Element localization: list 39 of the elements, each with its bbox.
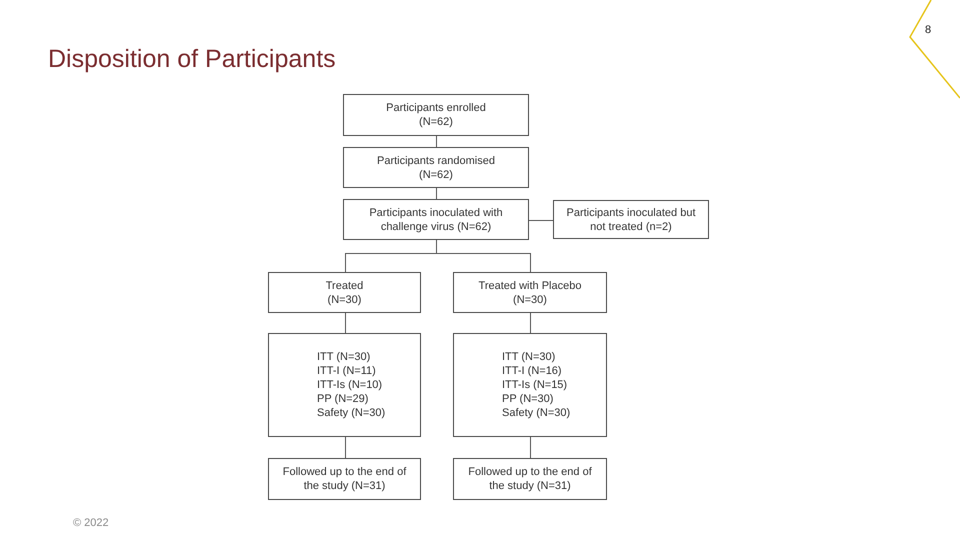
box-text: Safety (N=30) <box>317 406 386 420</box>
box-text: Followed up to the end of the study (N=31) <box>282 465 408 493</box>
box-text: Treated with Placebo (N=30) <box>478 278 582 306</box>
box-text: ITT-I (N=11) <box>317 364 376 378</box>
box-text: Participants randomised (N=62) <box>376 154 496 182</box>
box-text: ITT-I (N=16) <box>502 364 562 378</box>
process-box <box>553 200 709 239</box>
connector-line <box>530 436 531 458</box>
box-text: Participants inoculated with challenge virus (N=62) <box>368 206 504 234</box>
process-box <box>268 458 421 500</box>
page-number: 8 <box>925 23 932 37</box>
footer-text: © 2022 <box>73 516 109 530</box>
box-text: PP (N=30) <box>502 392 554 406</box>
connector-line <box>345 312 346 334</box>
connector-line <box>436 188 437 200</box>
process-box <box>268 333 421 437</box>
process-box <box>268 272 421 313</box>
box-text: Safety (N=30) <box>502 406 570 420</box>
box-text: Followed up to the end of the study (N=31) <box>467 465 593 493</box>
connector-line <box>528 220 554 221</box>
process-box <box>343 147 529 188</box>
box-text: Participants inoculated but not treated (n=2) <box>565 206 697 234</box>
slide-title: Disposition of Participants <box>48 44 336 74</box>
process-box <box>343 94 529 136</box>
box-text: ITT-Is (N=15) <box>502 378 568 392</box>
connector-line <box>436 240 531 272</box>
box-text: Participants enrolled (N=62) <box>385 101 487 129</box>
box-text: PP (N=29) <box>317 392 368 406</box>
box-text: Treated (N=30) <box>324 278 364 306</box>
process-box <box>453 272 607 313</box>
process-box <box>343 199 529 240</box>
connector-line <box>345 436 346 458</box>
connector-line <box>436 136 437 148</box>
box-text: ITT (N=30) <box>317 350 370 364</box>
process-box <box>453 458 607 500</box>
connector-line <box>530 312 531 334</box>
box-text: ITT (N=30) <box>502 350 556 364</box>
box-text: ITT-Is (N=10) <box>317 378 382 392</box>
process-box <box>453 333 607 437</box>
